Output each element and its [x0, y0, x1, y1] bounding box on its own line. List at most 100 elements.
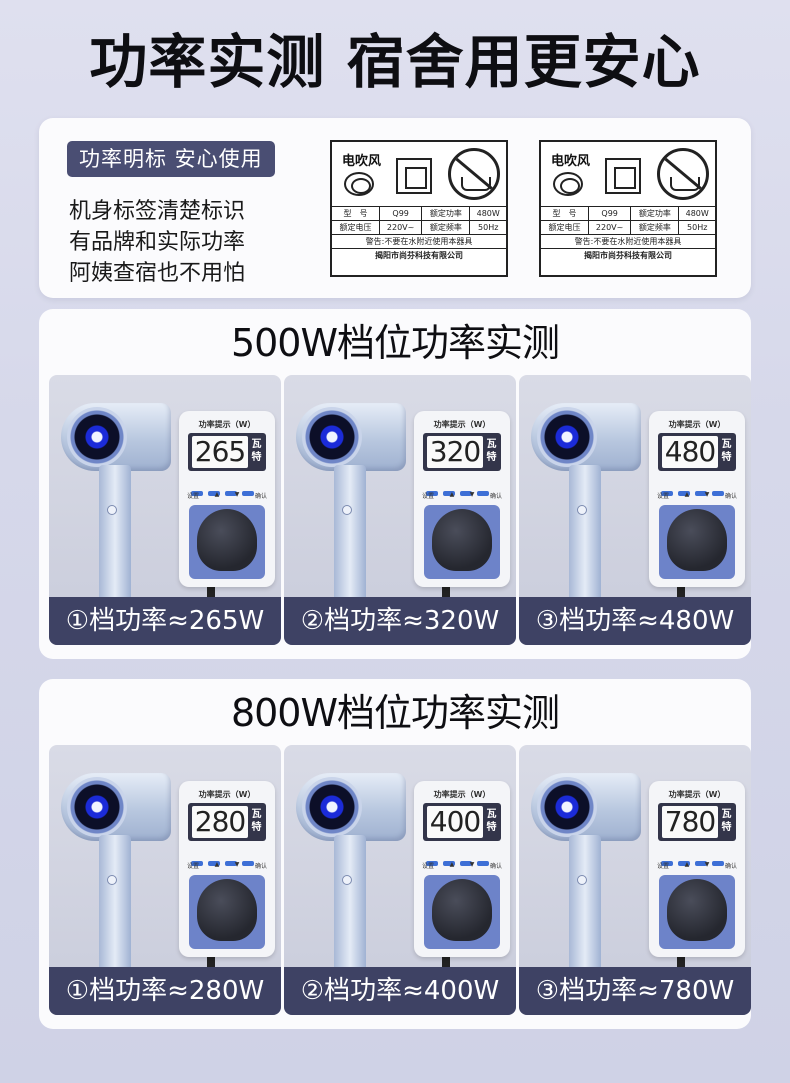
fan-icon [537, 407, 597, 467]
power-button-icon [342, 505, 352, 515]
measurement-panel: 功率提示（W） 320 瓦特 设置 ▲ ▼ 确认 ②档功率≈320W [284, 375, 516, 645]
meter-screen: 480 瓦特 [658, 433, 736, 471]
spec-label: 型 号 [332, 206, 381, 221]
measurement-panel: 功率提示（W） 480 瓦特 设置 ▲ ▼ 确认 ③档功率≈480W [519, 375, 751, 645]
power-meter: 功率提示（W） 265 瓦特 设置 ▲ ▼ 确认 [179, 411, 275, 587]
measurement-section: 500W档位功率实测 功率提示（W） 265 瓦特 设置 ▲ ▼ 确认 [39, 309, 751, 659]
spec-value: Q99 [379, 206, 423, 221]
key-label: 确认 [724, 493, 737, 500]
meter-screen: 280 瓦特 [188, 803, 266, 841]
plug-icon [667, 509, 727, 571]
key-label: 设置 [187, 863, 200, 870]
power-meter: 功率提示（W） 400 瓦特 设置 ▲ ▼ 确认 [414, 781, 510, 957]
meter-label: 功率提示（W） [668, 420, 726, 429]
meter-key-labels: 设置 ▲ ▼ 确认 [187, 491, 267, 500]
power-button-icon [577, 505, 587, 515]
fan-icon [537, 777, 597, 837]
key-label: 设置 [187, 493, 200, 500]
power-button-icon [577, 875, 587, 885]
meter-keys [426, 481, 498, 496]
meter-screen: 780 瓦特 [658, 803, 736, 841]
nameplate-product-name: 电吹风 [342, 154, 382, 169]
meter-keys [661, 481, 733, 496]
hair-dryer-head [296, 403, 406, 471]
meter-reading: 780 [662, 806, 718, 838]
measurement-panel: 功率提示（W） 400 瓦特 设置 ▲ ▼ 确认 ②档功率≈400W [284, 745, 516, 1015]
panel-caption: ①档功率≈280W [49, 967, 281, 1015]
spec-label: 额定功率 [421, 206, 471, 221]
power-meter: 功率提示（W） 480 瓦特 设置 ▲ ▼ 确认 [649, 411, 745, 587]
meter-socket [424, 875, 500, 949]
key-label: ▲ [449, 491, 455, 498]
description-line: 有品牌和实际功率 [69, 230, 246, 255]
panel-caption: ③档功率≈780W [519, 967, 751, 1015]
spec-label: 额定电压 [541, 220, 590, 235]
plug-icon [197, 509, 257, 571]
key-label: ▼ [234, 861, 240, 868]
meter-key-labels: 设置 ▲ ▼ 确认 [657, 491, 737, 500]
panel-caption: ③档功率≈480W [519, 597, 751, 645]
meter-unit: 瓦特 [721, 439, 732, 463]
meter-keys [661, 851, 733, 866]
meter-key-labels: 设置 ▲ ▼ 确认 [187, 861, 267, 870]
plug-icon [667, 879, 727, 941]
meter-unit: 瓦特 [486, 809, 497, 833]
key-label: ▼ [704, 491, 710, 498]
fan-icon [67, 407, 127, 467]
key-label: 确认 [254, 863, 267, 870]
meter-label: 功率提示（W） [433, 790, 491, 799]
spec-value: 480W [678, 206, 715, 221]
fan-icon [67, 777, 127, 837]
nameplate-specs: 型 号 Q99 额定功率 480W 额定电压 220V~ 额定频率 50Hz 警… [541, 206, 715, 263]
key-label: ▲ [214, 491, 220, 498]
measurement-section: 800W档位功率实测 功率提示（W） 280 瓦特 设置 ▲ ▼ 确认 [39, 679, 751, 1029]
meter-screen: 320 瓦特 [423, 433, 501, 471]
meter-label: 功率提示（W） [198, 790, 256, 799]
meter-socket [659, 505, 735, 579]
meter-socket [189, 505, 265, 579]
key-label: 确认 [254, 493, 267, 500]
ccc-mark-icon [344, 172, 374, 196]
spec-label: 额定频率 [630, 220, 680, 235]
meter-reading: 320 [427, 436, 483, 468]
panel-caption: ②档功率≈320W [284, 597, 516, 645]
meter-reading: 265 [192, 436, 248, 468]
hair-dryer-head [531, 403, 641, 471]
meter-reading: 400 [427, 806, 483, 838]
panel-caption: ②档功率≈400W [284, 967, 516, 1015]
hair-dryer-head [296, 773, 406, 841]
spec-value: 50Hz [469, 220, 506, 235]
no-water-warning-icon [657, 148, 709, 200]
key-label: 设置 [422, 493, 435, 500]
description-line: 阿姨查宿也不用怕 [69, 261, 246, 286]
ccc-mark-icon [553, 172, 583, 196]
fan-icon [302, 777, 362, 837]
key-label: ▼ [234, 491, 240, 498]
meter-reading: 280 [192, 806, 248, 838]
section-title: 500W档位功率实测 [230, 321, 560, 365]
measurement-panel: 功率提示（W） 265 瓦特 设置 ▲ ▼ 确认 ①档功率≈265W [49, 375, 281, 645]
no-water-warning-icon [448, 148, 500, 200]
section-title: 800W档位功率实测 [230, 691, 560, 735]
key-label: ▼ [469, 861, 475, 868]
key-label: 确认 [489, 493, 502, 500]
page-title: 功率实测 宿舍用更安心 [89, 28, 701, 96]
panel-caption: ①档功率≈265W [49, 597, 281, 645]
double-insulation-icon [396, 158, 432, 194]
measurement-panel: 功率提示（W） 280 瓦特 设置 ▲ ▼ 确认 ①档功率≈280W [49, 745, 281, 1015]
power-meter: 功率提示（W） 280 瓦特 设置 ▲ ▼ 确认 [179, 781, 275, 957]
meter-key-labels: 设置 ▲ ▼ 确认 [422, 491, 502, 500]
key-label: 设置 [657, 863, 670, 870]
meter-key-labels: 设置 ▲ ▼ 确认 [422, 861, 502, 870]
nameplate-company: 揭阳市尚芬科技有限公司 [332, 248, 506, 263]
nameplate-label: 电吹风 型 号 Q99 额定功率 480W 额定电压 220V~ 额定频率 50… [539, 140, 717, 277]
power-button-icon [107, 875, 117, 885]
label-badge: 功率明标 安心使用 [67, 141, 275, 177]
key-label: 设置 [657, 493, 670, 500]
hair-dryer-head [61, 773, 171, 841]
plug-icon [432, 879, 492, 941]
spec-label: 额定电压 [332, 220, 381, 235]
meter-keys [191, 851, 263, 866]
spec-value: Q99 [588, 206, 632, 221]
meter-screen: 265 瓦特 [188, 433, 266, 471]
